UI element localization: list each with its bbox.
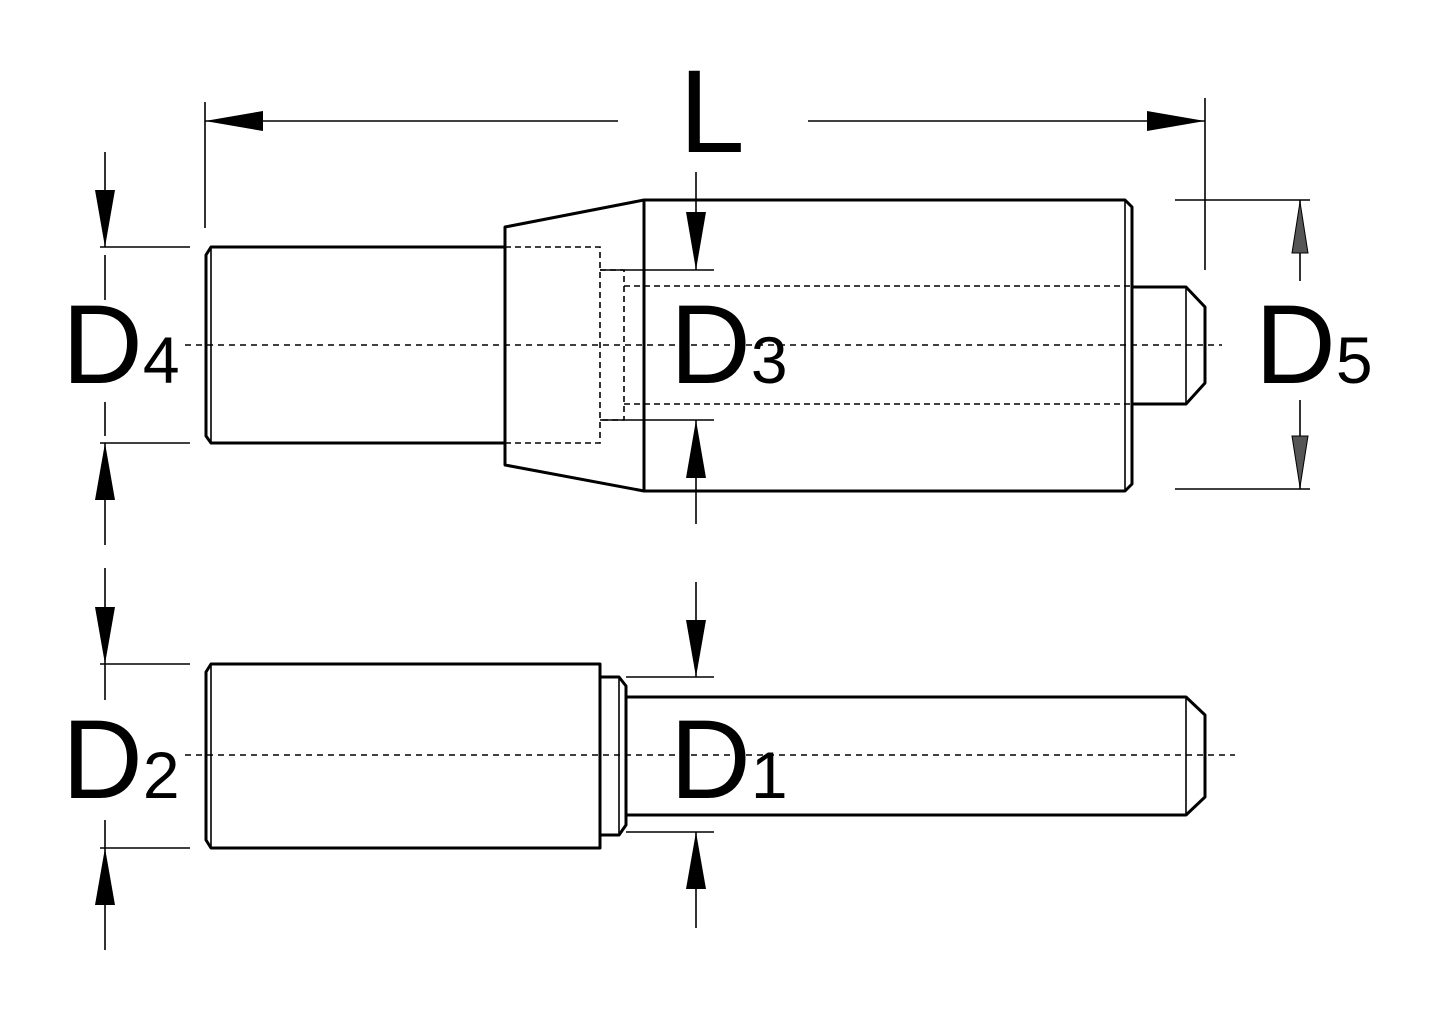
- dimension-D5: D5: [1175, 199, 1373, 490]
- dimension-D2: D2: [62, 568, 190, 950]
- arrow-right: [1147, 111, 1205, 131]
- lower-right-shank: [626, 695, 1207, 817]
- dimension-D4: D4: [62, 152, 190, 545]
- label-D2: D2: [62, 697, 180, 822]
- upper-part: [185, 198, 1222, 493]
- upper-left-shank: [204, 245, 505, 445]
- label-D5: D5: [1255, 282, 1373, 407]
- lower-part: [185, 662, 1235, 850]
- label-L: L: [679, 46, 745, 178]
- upper-right-pin: [1132, 285, 1207, 406]
- arrow-left: [205, 111, 263, 131]
- lower-left-body: [204, 662, 602, 850]
- dimension-L: L: [204, 46, 1206, 270]
- lower-step: [600, 675, 628, 837]
- label-D3: D3: [670, 282, 788, 407]
- label-D4: D4: [62, 282, 180, 407]
- label-D1: D1: [670, 697, 788, 822]
- dimension-D3: D3: [600, 172, 788, 524]
- dimension-D1: D1: [626, 582, 788, 928]
